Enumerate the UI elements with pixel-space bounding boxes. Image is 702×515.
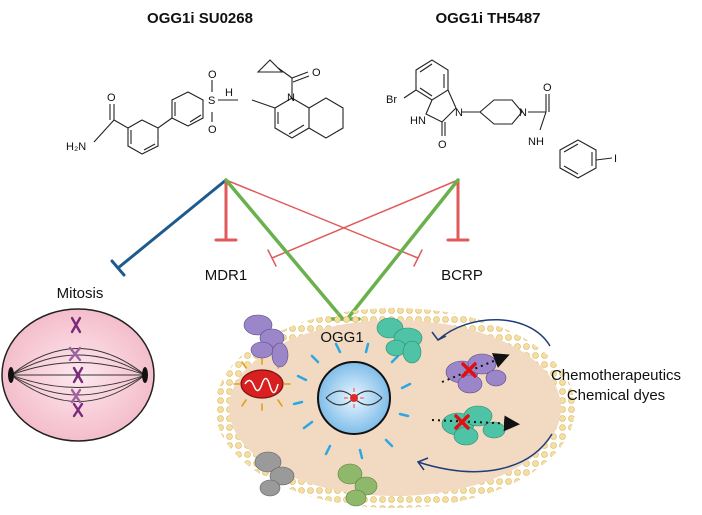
th5487-ring-n1: N	[455, 107, 463, 119]
th5487-urea-o: O	[543, 82, 552, 94]
su0268-sulfonyl-o2: O	[208, 124, 217, 136]
transporter-bottom-left	[254, 451, 295, 497]
influx-curve-bottom	[417, 433, 553, 473]
th5487-structure: Br HN N O N O NH I	[386, 59, 617, 179]
bcrp-label: BCRP	[441, 267, 483, 284]
drug-influx-curves	[416, 319, 553, 473]
transporter-top-left	[243, 314, 289, 368]
th5487-ring-o: O	[438, 139, 447, 151]
mdr1-tbar-2	[267, 249, 277, 267]
mitotic-cell	[1, 308, 155, 442]
su0268-ring-n: N	[287, 92, 295, 104]
dna-damage-icon	[350, 394, 358, 402]
su0268-carbonyl-o: O	[312, 67, 321, 79]
su0268-structure: H₂N O S O O H N O	[66, 59, 344, 155]
su0268-sulfonamide-h: H	[225, 87, 233, 99]
chromosomes	[68, 316, 84, 418]
spindle-pole-left	[8, 367, 14, 383]
su0268-ogg1-inhibition	[224, 178, 344, 320]
efflux-arrow-bcrp	[431, 415, 520, 432]
chemical-dyes-label: Chemical dyes	[567, 387, 665, 404]
th5487-urea-nh: NH	[528, 136, 544, 148]
su0268-amide-nh2: H₂N	[66, 141, 86, 153]
compound-2-title: OGG1i TH5487	[435, 10, 540, 27]
influx-curve-top	[437, 319, 551, 347]
su0268-amide-o: O	[107, 92, 116, 104]
nucleus	[317, 361, 391, 435]
compound-1-title: OGG1i SU0268	[147, 10, 253, 27]
th5487-ogg1-inhibition	[346, 178, 460, 320]
th5487-mdr1-inhibition	[271, 179, 459, 259]
transporter-top-right	[376, 317, 423, 364]
block-mark-mdr1	[461, 362, 477, 378]
transporter-bcrp	[441, 405, 506, 446]
ogg1-label: OGG1	[320, 329, 363, 346]
efflux-arrows	[431, 353, 520, 432]
th5487-iodine: I	[614, 153, 617, 165]
ros-marks	[292, 342, 412, 460]
cancer-cell	[215, 308, 575, 508]
su0268-bcrp-inhibition	[225, 179, 419, 259]
influx-arrowhead-bottom	[416, 457, 429, 471]
mitosis-label: Mitosis	[57, 285, 104, 302]
su0268-sulfur: S	[208, 95, 215, 107]
transporter-bottom	[337, 463, 378, 507]
th5487-pip-n: N	[519, 107, 527, 119]
mitochondrion-icon	[233, 357, 291, 411]
block-mark-bcrp	[454, 414, 470, 430]
inhibition-lines	[110, 178, 470, 321]
bcrp-tbar-1	[413, 249, 423, 267]
mdr1-label: MDR1	[205, 267, 248, 284]
su0268-sulfonyl-o1: O	[208, 69, 217, 81]
chemotherapeutics-label: Chemotherapeutics	[551, 367, 681, 384]
th5487-hn: HN	[410, 115, 426, 127]
spindle-pole-right	[142, 367, 148, 383]
mitosis-tbar	[110, 259, 126, 277]
influx-arrowhead-top	[431, 331, 447, 341]
su0268-mitosis-inhibition	[116, 178, 228, 270]
th5487-bromine: Br	[386, 94, 397, 106]
